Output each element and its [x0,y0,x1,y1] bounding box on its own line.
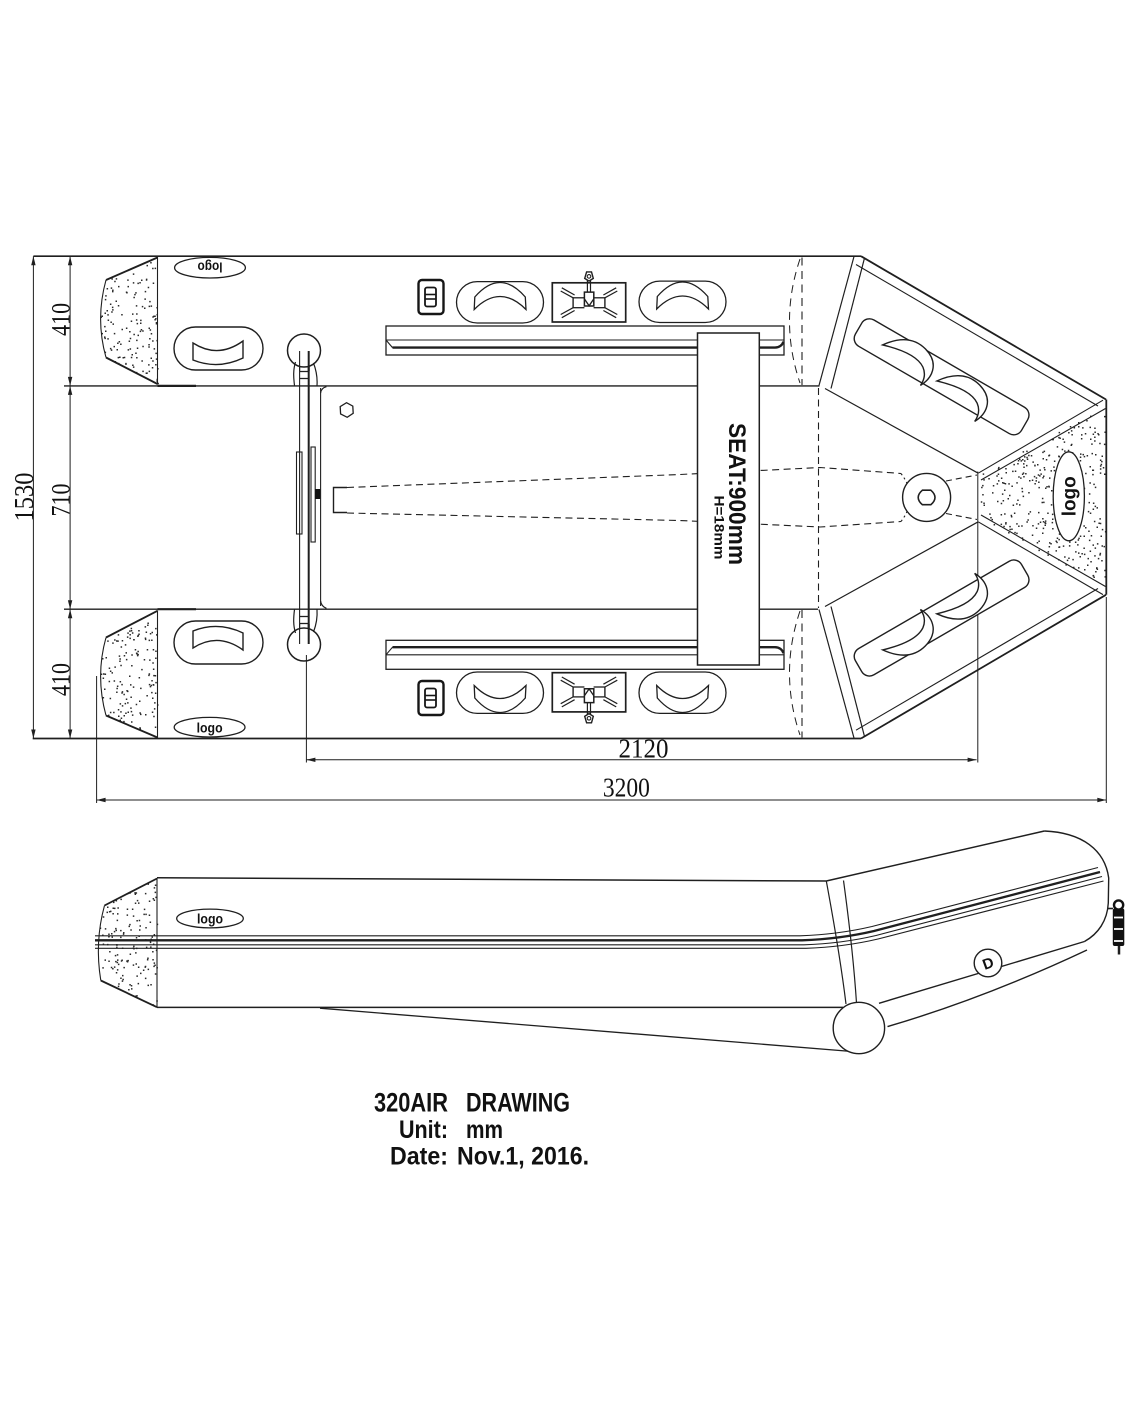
svg-text:2120: 2120 [619,734,669,764]
svg-text:logo: logo [197,911,223,927]
svg-text:410: 410 [47,303,76,336]
svg-text:Nov.1, 2016.: Nov.1, 2016. [457,1143,589,1171]
svg-text:320AIR: 320AIR [374,1088,448,1118]
svg-text:Unit:: Unit: [399,1116,448,1144]
svg-text:Date:: Date: [390,1143,448,1171]
svg-text:3200: 3200 [603,773,650,803]
svg-text:mm: mm [466,1116,503,1144]
svg-text:logo: logo [198,260,223,275]
svg-text:SEAT:900mm: SEAT:900mm [723,423,750,565]
svg-text:H=18mm: H=18mm [712,496,728,560]
svg-text:logo: logo [1060,476,1081,516]
svg-text:DRAWING: DRAWING [466,1088,570,1118]
svg-text:710: 710 [47,484,76,517]
svg-text:logo: logo [197,720,223,736]
svg-text:1530: 1530 [9,473,39,522]
svg-text:410: 410 [47,663,76,696]
